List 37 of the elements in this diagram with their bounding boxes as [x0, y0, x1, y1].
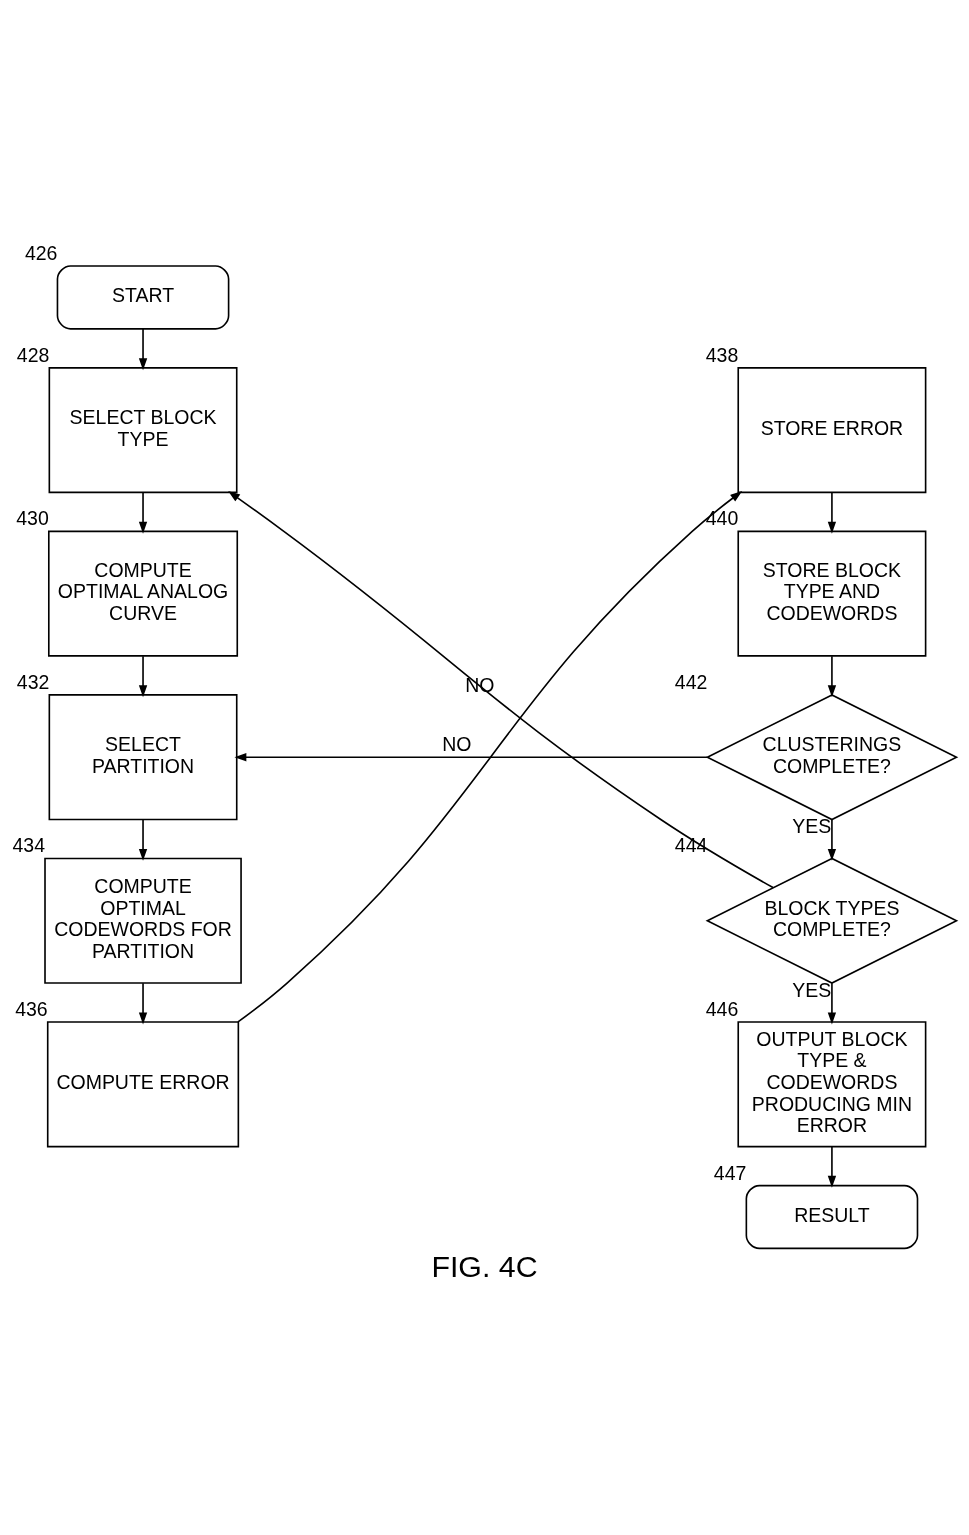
arrow: [827, 655, 837, 698]
arrow: [234, 753, 709, 762]
node-diamond: BLOCK TYPES COMPLETE?: [705, 857, 959, 984]
node-box: STORE ERROR: [737, 367, 927, 494]
arrow: [827, 1146, 837, 1188]
arrow: [138, 491, 148, 534]
node-label: 442: [674, 670, 708, 693]
arrow: [827, 491, 837, 534]
arrow: [827, 818, 837, 861]
node-box: COMPUTE OPTIMAL CODEWORDS FOR PARTITION: [44, 857, 242, 984]
node-label: 430: [16, 507, 49, 530]
node-label: 426: [24, 241, 58, 264]
node-label: 446: [705, 997, 739, 1020]
node-box: COMPUTE ERROR: [46, 1021, 240, 1148]
arrow: [138, 982, 148, 1025]
node-label: 428: [16, 343, 50, 366]
node-box: OUTPUT BLOCK TYPE & CODEWORDS PRODUCING MIN ERROR: [737, 1021, 927, 1148]
node-label: 432: [16, 670, 50, 693]
node-box: STORE BLOCK TYPE AND CODEWORDS: [737, 530, 927, 657]
node-box: SELECT PARTITION: [48, 694, 238, 821]
node-box: START: [56, 265, 230, 330]
arrow: [228, 491, 774, 889]
caption: FIG. 4C: [431, 1250, 538, 1284]
arrow: [237, 491, 743, 1023]
node-label: 434: [12, 834, 46, 857]
node-box: SELECT BLOCK TYPE: [48, 367, 238, 494]
arrow: [138, 818, 148, 861]
node-box: COMPUTE OPTIMAL ANALOG CURVE: [48, 530, 239, 657]
node-label: 447: [713, 1161, 747, 1184]
node-label: 436: [15, 997, 48, 1020]
node-box: RESULT: [745, 1184, 919, 1250]
arrow: [138, 655, 148, 698]
arrow: [138, 328, 148, 371]
node-label: 440: [705, 507, 739, 530]
arrow: [827, 982, 837, 1025]
edge-label: NO: [442, 733, 472, 756]
node-label: 438: [705, 343, 739, 366]
